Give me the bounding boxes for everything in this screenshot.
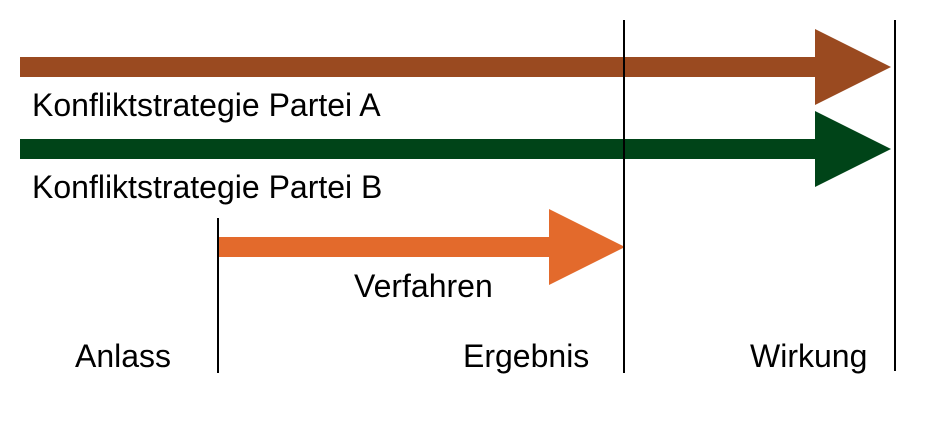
arrow-procedure-head <box>549 209 625 285</box>
arrow-party-a-head <box>815 29 891 105</box>
arrow-procedure <box>219 209 625 285</box>
arrow-party-a <box>20 29 891 105</box>
marker-label-effect: Wirkung <box>750 338 867 374</box>
arrow-procedure-label: Verfahren <box>354 268 493 304</box>
arrow-party-b-shaft <box>20 139 818 159</box>
marker-label-trigger: Anlass <box>75 338 171 374</box>
arrow-party-b-label: Konfliktstrategie Partei B <box>32 169 382 205</box>
arrow-procedure-shaft <box>219 237 553 257</box>
arrow-party-b-head <box>815 111 891 187</box>
arrow-party-a-label: Konfliktstrategie Partei A <box>32 87 381 123</box>
arrow-party-b <box>20 111 891 187</box>
marker-label-result: Ergebnis <box>463 338 589 374</box>
arrow-party-a-shaft <box>20 57 818 77</box>
